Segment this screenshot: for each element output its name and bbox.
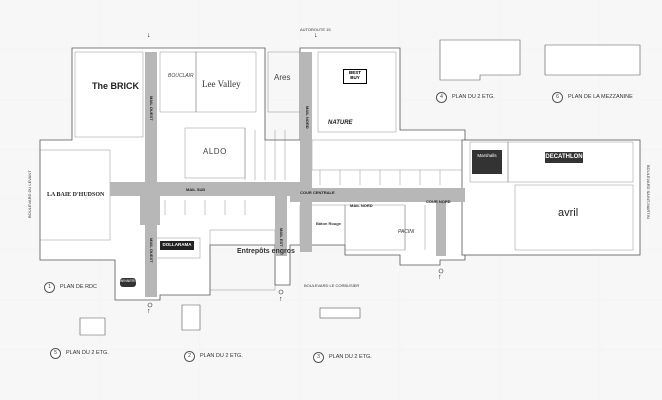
entrance-markers [147,268,444,308]
store-winners-logo[interactable]: WINNERS [120,278,137,287]
corridor-centrale-label: COUR CENTRALE [300,190,335,195]
entrance-north-central-arrow: ↓ [314,32,318,39]
legend-plan-4[interactable]: 4 PLAN DU 2 ETG. [436,92,495,103]
legend-plan-1[interactable]: 1 PLAN DE RDC [44,282,97,293]
corridor-west-bottom-label: MAIL OUEST [149,238,154,263]
store-aldo-logo[interactable]: ALDO [203,147,227,156]
entrance-south-east-arrow: ↑ [438,274,442,281]
store-pacini-logo[interactable]: PACINI [398,229,415,235]
road-south-label: BOULEVARD LE CORBUSIER [304,283,360,288]
store-nature-logo[interactable]: NATURE [328,120,353,126]
legend-plan-3[interactable]: 3 PLAN DU 2 ETG. [313,352,372,363]
corridor-central-top-label: MAIL NORD [305,106,310,129]
store-ares-logo[interactable]: Ares [274,73,291,82]
legend-plan-5[interactable]: 5 PLAN DU 2 ETG. [50,348,109,359]
legend-label: PLAN DE LA MEZZANINE [568,94,633,100]
legend-number: 3 [313,352,324,363]
store-best-buy-logo[interactable]: BEST BUY [343,69,367,84]
corridor-sud-label: MAIL SUD [186,187,206,192]
legend-plan-2[interactable]: 2 PLAN DU 2 ETG. [184,351,243,362]
corridor-cour-nord-label: COUR NORD [426,199,451,204]
corridor-central-bottom-label: MAIL EST [279,228,284,247]
store-engros-logo[interactable]: Entrepôts engros [237,248,295,255]
entrance-north-west-arrow: ↓ [147,32,151,39]
store-avril-logo[interactable]: avril [558,207,579,219]
legend-label: PLAN DU 2 ETG. [329,354,372,360]
legend-number: 2 [184,351,195,362]
store-lee-valley-logo[interactable]: Lee Valley [202,79,241,89]
legend-number: 5 [50,348,61,359]
road-west-label: BOULEVARD DU LEVANT [27,170,32,218]
legend-number: 1 [44,282,55,293]
store-steakhouse-logo[interactable]: Bâton Rouge [316,221,341,226]
corridor-nord-label: MAIL NORD [350,203,373,208]
corridor-west-top-label: MAIL OUEST [149,96,154,121]
legend-label: PLAN DU 2 ETG. [200,353,243,359]
legend-plan-6[interactable]: 6 PLAN DE LA MEZZANINE [552,92,633,103]
store-decathlon-logo[interactable]: DECATHLON [545,152,583,163]
corridors [110,52,465,297]
road-east-label: BOULEVARD SAINT-MARTIN [646,165,651,219]
store-la-baie-logo[interactable]: LA BAIE D'HUDSON [47,192,105,198]
upper-level-plans [79,39,641,336]
entrance-south-central-arrow: ↑ [279,296,283,303]
entrance-south-west-arrow: ↑ [147,308,151,315]
legend-label: PLAN DU 2 ETG. [66,350,109,356]
legend-number: 6 [552,92,563,103]
legend-label: PLAN DU 2 ETG. [452,94,495,100]
store-marshalls-logo[interactable]: Marshalls [472,150,502,174]
legend-number: 4 [436,92,447,103]
store-dollarama-logo[interactable]: DOLLARAMA [160,241,194,250]
road-north-label: AUTOROUTE 15 [300,27,331,32]
store-bouclair-logo[interactable]: BOUCLAIR [168,73,194,79]
store-brick-logo[interactable]: The BRICK [92,81,139,91]
legend-label: PLAN DE RDC [60,284,97,290]
